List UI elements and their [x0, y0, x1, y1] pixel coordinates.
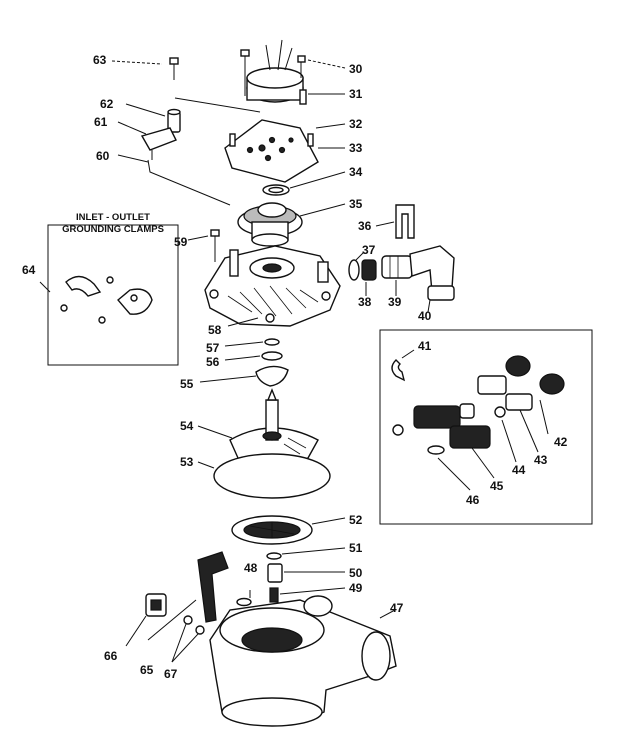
- part-49-spring: [269, 587, 346, 603]
- label-39: 39: [388, 295, 402, 309]
- part-47-housing: [209, 595, 397, 727]
- part-58-valve-body: [204, 245, 341, 327]
- inlet-outlet-fittings-inset: [379, 329, 593, 525]
- part-48-ring: [236, 590, 252, 607]
- part-39-adapter: [381, 255, 413, 296]
- label-53: 53: [180, 455, 194, 469]
- part-31-pin: [299, 89, 345, 105]
- part-36-clip: [375, 204, 415, 239]
- label-51: 51: [349, 541, 363, 555]
- label-33: 33: [349, 141, 363, 155]
- label-32: 32: [349, 117, 363, 131]
- label-36: 36: [358, 219, 372, 233]
- label-35: 35: [349, 197, 363, 211]
- label-45: 45: [490, 479, 504, 493]
- part-54-piston-cone: [197, 388, 319, 465]
- part-57-washer: [224, 338, 280, 347]
- label-47: 47: [390, 601, 404, 615]
- part-61-switch: [117, 121, 177, 160]
- label-55: 55: [180, 377, 194, 391]
- label-49: 49: [349, 581, 363, 595]
- part-56-oring: [224, 351, 283, 361]
- part-67-orings: [171, 615, 205, 663]
- part-51-oring: [266, 547, 346, 560]
- part-59-screw: [187, 229, 220, 262]
- label-65: 65: [140, 663, 154, 677]
- part-53-gasket: [197, 453, 331, 499]
- label-37: 37: [362, 243, 376, 257]
- label-46: 46: [466, 493, 480, 507]
- label-66: 66: [104, 649, 118, 663]
- part-60-wire: [117, 154, 231, 206]
- label-38: 38: [358, 295, 372, 309]
- part-37-oring: [348, 251, 365, 281]
- label-40: 40: [418, 309, 432, 323]
- label-63: 63: [93, 53, 107, 67]
- part-33-plate: [224, 119, 346, 183]
- label-57: 57: [206, 341, 220, 355]
- label-64: 64: [22, 263, 36, 277]
- label-48: 48: [244, 561, 258, 575]
- label-56: 56: [206, 355, 220, 369]
- part-number-labels: 63 30 31 62 61 32 33 60 34 35 36 59 37 6…: [22, 53, 568, 681]
- label-59: 59: [174, 235, 188, 249]
- label-61: 61: [94, 115, 108, 129]
- inset-title-line1: INLET - OUTLET: [76, 212, 150, 223]
- part-34-ring: [262, 171, 346, 196]
- part-30-motor: [240, 39, 346, 103]
- label-54: 54: [180, 419, 194, 433]
- part-52-screen: [231, 515, 346, 545]
- label-50: 50: [349, 566, 363, 580]
- label-41: 41: [418, 339, 432, 353]
- part-63-screw: [111, 57, 179, 80]
- label-67: 67: [164, 667, 178, 681]
- label-43: 43: [534, 453, 548, 467]
- part-50-plug: [267, 563, 345, 583]
- inset-title-line2: GROUNDING CLAMPS: [62, 224, 164, 235]
- label-60: 60: [96, 149, 110, 163]
- label-52: 52: [349, 513, 363, 527]
- label-44: 44: [512, 463, 526, 477]
- label-30: 30: [349, 62, 363, 76]
- part-66-bracket: [125, 593, 167, 647]
- part-65-clip: [147, 551, 229, 641]
- label-62: 62: [100, 97, 114, 111]
- label-31: 31: [349, 87, 363, 101]
- part-55-seal: [199, 365, 289, 387]
- label-34: 34: [349, 165, 363, 179]
- inlet-outlet-inset: INLET - OUTLET GROUNDING CLAMPS: [39, 212, 179, 366]
- label-58: 58: [208, 323, 222, 337]
- label-42: 42: [554, 435, 568, 449]
- part-35-gear: [237, 202, 346, 247]
- part-38-spring: [361, 259, 377, 296]
- part-40-elbow: [409, 245, 455, 313]
- part-62-spacer: [125, 103, 181, 133]
